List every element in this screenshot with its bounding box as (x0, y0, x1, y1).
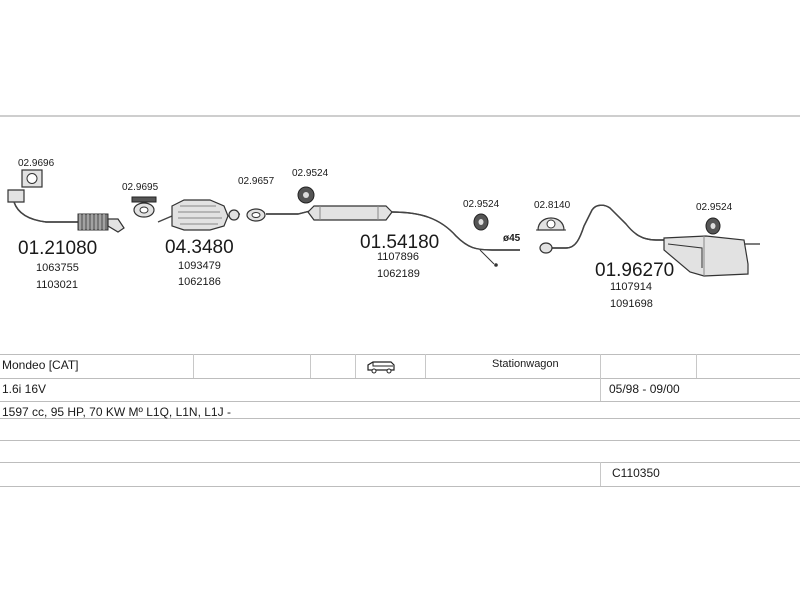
table-line-3 (0, 401, 800, 402)
mount-b-drawing (473, 213, 489, 231)
table-line-2 (0, 378, 800, 379)
clamp-a-drawing (131, 196, 157, 218)
engine-type: 1.6i 16V (2, 382, 47, 396)
table-line-7 (0, 486, 800, 487)
mount-d-label: 02.9524 (696, 202, 733, 213)
mount-b-label: 02.9524 (463, 199, 500, 210)
table-line-6 (0, 462, 800, 463)
middle-silencer-oe-2: 1062189 (377, 268, 420, 280)
catalyst-drawing (157, 199, 241, 231)
table-line-1 (0, 354, 800, 355)
front-pipe-oe-2: 1103021 (36, 279, 78, 291)
body-type: Stationwagon (492, 358, 559, 370)
gasket-a-drawing (21, 169, 43, 188)
gasket-b-label: 02.9657 (238, 176, 275, 187)
middle-silencer-oe-1: 1107896 (377, 251, 419, 263)
clamp-a-label: 02.9695 (122, 182, 159, 193)
middle-silencer-code: 01.54180 (360, 232, 439, 253)
catalyst-oe-2: 1062186 (178, 276, 221, 288)
rear-silencer-drawing (539, 204, 760, 277)
catalog-number: C110350 (612, 466, 660, 480)
gasket-b-drawing (246, 208, 266, 222)
catalyst-code: 04.3480 (165, 237, 234, 258)
production-years: 05/98 - 09/00 (609, 382, 680, 396)
van-icon (367, 361, 395, 374)
middle-silencer-drawing (266, 205, 520, 267)
model-name: Mondeo [CAT] (2, 358, 79, 372)
rear-silencer-code: 01.96270 (595, 260, 674, 281)
mount-a-label: 02.9524 (292, 168, 329, 179)
rear-silencer-oe-1: 1107914 (610, 281, 652, 293)
front-pipe-oe-1: 1063755 (36, 262, 79, 274)
gasket-a-label: 02.9696 (18, 158, 55, 169)
table-line-5 (0, 440, 800, 441)
mount-d-drawing (705, 217, 721, 235)
rear-silencer-oe-2: 1091698 (610, 298, 653, 310)
pipe-diameter-label: ø45 (503, 233, 521, 244)
front-pipe-code: 01.21080 (18, 238, 97, 259)
front-pipe-drawing (7, 189, 125, 233)
table-line-4 (0, 418, 800, 419)
engine-spec: 1597 cc, 95 HP, 70 KW Mº L1Q, L1N, L1J - (2, 405, 231, 419)
catalyst-oe-1: 1093479 (178, 260, 221, 272)
mount-a-drawing (297, 186, 315, 204)
mount-c-drawing (536, 217, 566, 231)
mount-c-label: 02.8140 (534, 200, 571, 211)
